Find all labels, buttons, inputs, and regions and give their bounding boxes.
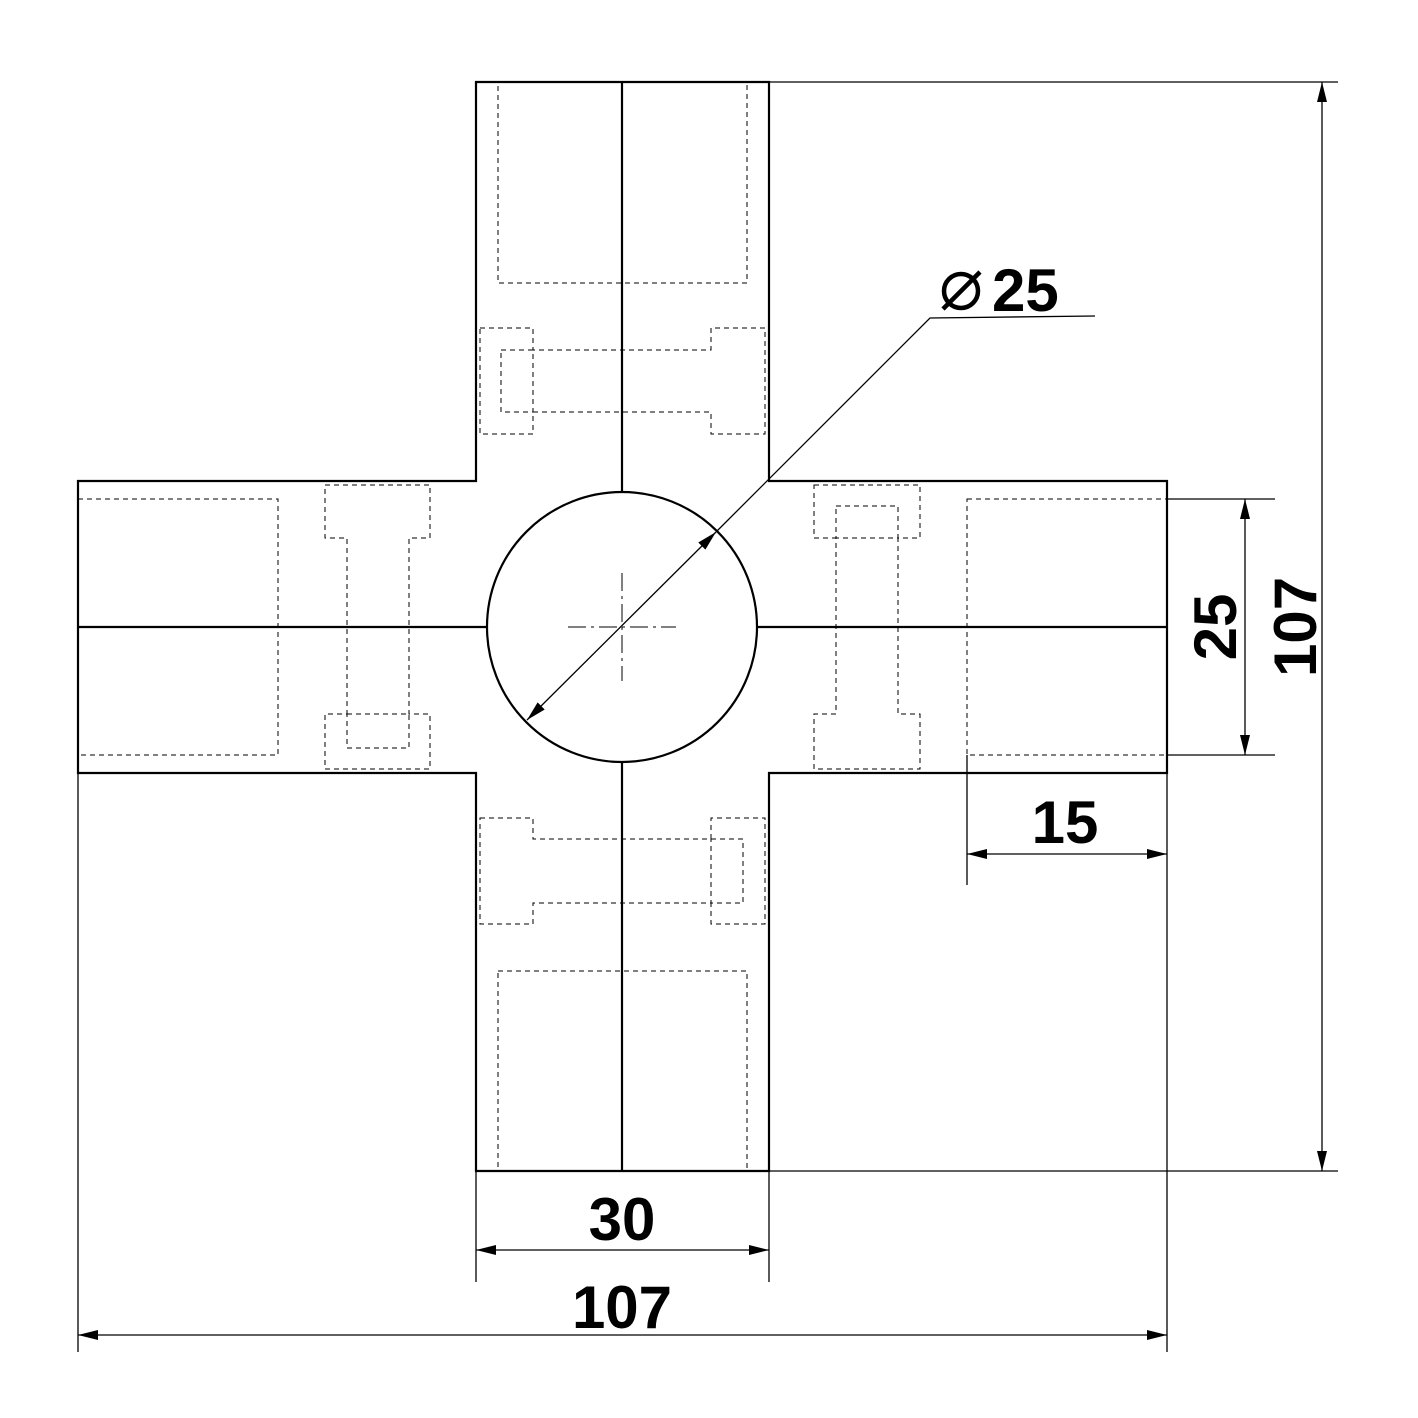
left-arm-screw-hidden <box>324 484 431 770</box>
right-socket-cavity <box>966 498 1168 756</box>
diameter-label: 25 <box>941 257 1059 324</box>
center-bore <box>485 490 759 764</box>
diameter-leader <box>715 315 1096 533</box>
overall-width-label: 107 <box>572 1274 672 1341</box>
socket-depth-label: 15 <box>1032 789 1099 856</box>
arm-width-label: 30 <box>589 1186 656 1253</box>
left-socket-cavity <box>77 498 279 756</box>
socket-height-label: 25 <box>1182 594 1249 661</box>
top-arm-screw-hidden <box>479 327 766 435</box>
diameter-symbol-icon <box>941 270 982 311</box>
overall-height-label: 107 <box>1262 577 1329 677</box>
bottom-arm-screw-hidden <box>479 817 766 925</box>
dim-line-diameter <box>526 531 717 721</box>
diameter-value: 25 <box>992 257 1059 324</box>
right-arm-screw-hidden <box>813 484 921 770</box>
